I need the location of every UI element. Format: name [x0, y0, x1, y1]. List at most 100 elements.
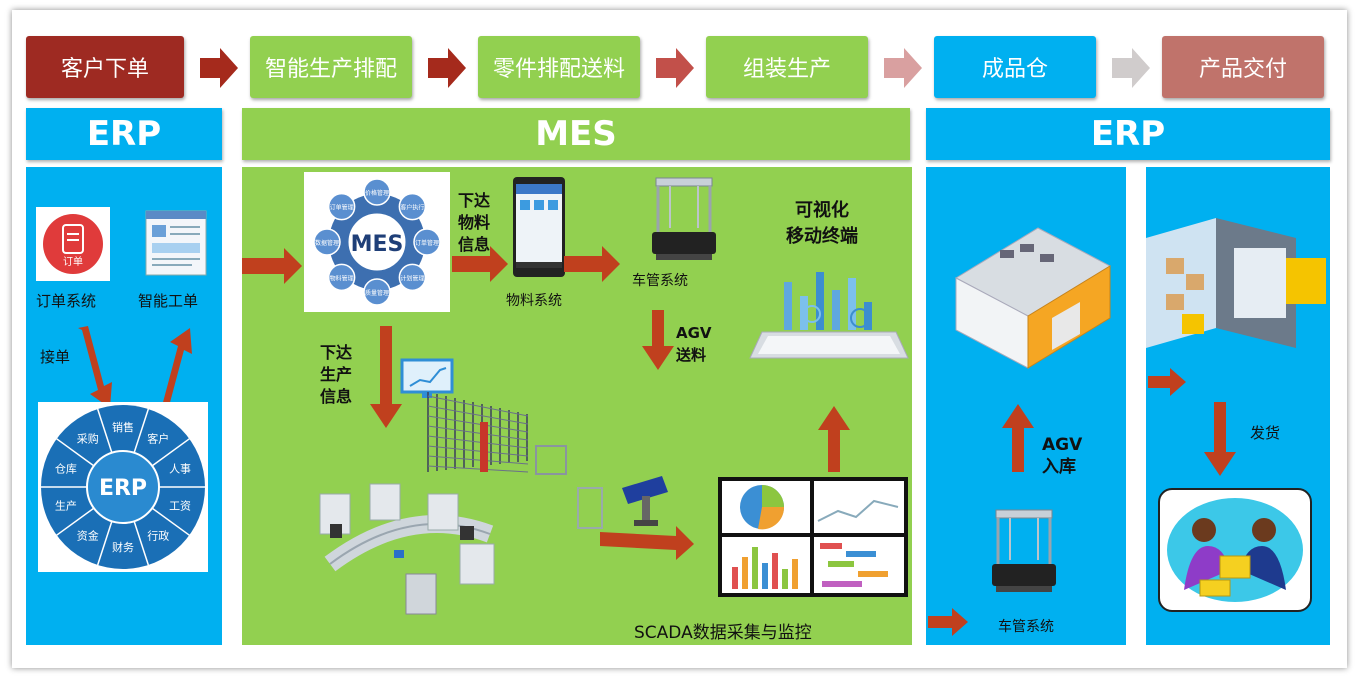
issue-material-info: 下达 物料 信息: [458, 190, 490, 256]
erp-wheel-divider: [151, 438, 190, 467]
issue-production-info-line2: 生产: [320, 365, 353, 384]
agv-delivery-label: AGV 送料: [676, 322, 712, 366]
erp-wheel-divider: [96, 408, 113, 453]
smart-work-order-card: [142, 207, 210, 279]
mes-gear-item: 订单管理: [415, 239, 439, 247]
mes-gear-node: [327, 192, 356, 221]
agv-delivery-line2: 送料: [676, 346, 707, 364]
storage-rack-icon: [427, 392, 567, 475]
rack-shelf: [427, 405, 529, 425]
production-line-icon: [319, 483, 495, 615]
mes-logo-text: MES: [351, 232, 404, 257]
step-product-delivery: 产品交付: [1162, 36, 1324, 98]
rack-stacker: [480, 422, 488, 472]
arrow-up-to-work-order: [158, 328, 192, 410]
mes-gear-item: 价格管理: [365, 189, 389, 197]
ship-label: 发货: [1250, 424, 1281, 442]
erp-wheel-center: ERP: [99, 476, 147, 501]
visual-mobile-label: 可视化 移动终端: [786, 198, 858, 250]
mes-arrows: [242, 246, 850, 560]
erp-wheel-item: 人事: [169, 462, 191, 475]
erp-wheel-divider: [133, 408, 150, 453]
mes-gear-node: [398, 192, 427, 221]
erp-wheel-item: 行政: [147, 529, 169, 543]
monitor-chart-icon: [400, 358, 454, 398]
order-icon: 订单: [43, 214, 103, 274]
erp-wheel-item: 仓库: [55, 461, 77, 475]
erp-wheel-card: ERP 销售客户人事工资行政财务资金生产仓库采购: [38, 402, 208, 572]
work-order-icon: [145, 210, 207, 276]
scada-dashboard-screens: [722, 481, 904, 593]
mes-gear-item: 计划管理: [400, 274, 424, 282]
agv-storage-line2: 入库: [1042, 457, 1076, 477]
erp-wheel-divider: [96, 521, 113, 566]
step-parts-delivery: 零件排配送料: [478, 36, 640, 98]
order-system-card: 订单: [36, 207, 110, 281]
agv-delivery-line1: AGV: [676, 324, 712, 342]
process-arrows: [200, 48, 1150, 88]
order-system-label: 订单系统: [36, 292, 97, 310]
arrow-into-delivery: [1148, 368, 1186, 396]
warehouse-building-icon: [954, 227, 1112, 369]
arrow-ship-down: [1204, 402, 1236, 476]
erp-wheel-item: 资金: [77, 529, 99, 543]
scada-label: SCADA数据采集与监控: [634, 623, 812, 643]
erp-wheel-item: 采购: [77, 431, 99, 445]
visual-mobile-line2: 移动终端: [786, 226, 858, 247]
erp-arrows: [78, 326, 192, 410]
rack-shelf: [427, 415, 529, 433]
step-customer-order: 客户下单: [26, 36, 184, 98]
mes-gear-node: [313, 228, 341, 256]
process-arrow-3: [656, 48, 694, 88]
process-arrow-1: [200, 48, 238, 88]
issue-production-info-line3: 信息: [320, 387, 353, 406]
agv-cart-icon: [652, 177, 716, 260]
band-erp-right: ERP: [926, 108, 1330, 160]
erp-wheel-divider: [56, 438, 95, 467]
process-arrow-2: [428, 48, 466, 88]
band-mes: MES: [242, 108, 910, 160]
smart-work-order-label: 智能工单: [138, 292, 199, 310]
rack-shelf: [427, 445, 529, 457]
arrow-agv-up: [1002, 404, 1034, 472]
mes-gear-item: 客户执行: [400, 204, 424, 212]
handshake-icon: [1167, 498, 1303, 602]
erp-wheel-divider: [56, 507, 95, 536]
erp-wheel-item: 工资: [169, 500, 191, 513]
rack-shelf: [427, 465, 529, 473]
tablet-icon: [749, 272, 909, 359]
order-icon-label: 订单: [63, 256, 83, 268]
rack-shelf: [427, 455, 529, 465]
process-arrow-4: [884, 48, 922, 88]
mes-gear-item: 物料管理: [330, 274, 354, 282]
issue-material-info-line1: 下达: [458, 191, 491, 210]
handshake-card: [1158, 488, 1312, 612]
arrow-mes-down: [370, 326, 402, 428]
mes-gear-node: [398, 263, 427, 292]
erp-wheel-item: 财务: [112, 540, 134, 554]
diagram-frame: 客户下单 智能生产排配 零件排配送料 组装生产 成品仓 产品交付 ERP MES…: [12, 10, 1347, 668]
rack-agv-frame: [535, 445, 567, 475]
scada-dashboard: [718, 477, 908, 597]
erp-wheel-divider: [133, 521, 150, 566]
arrow-down-to-erp: [78, 326, 112, 408]
issue-material-info-line3: 信息: [458, 235, 491, 254]
step-smart-scheduling: 智能生产排配: [250, 36, 412, 98]
arrow-phone-to-vehicle: [564, 246, 620, 282]
agv-storage-line1: AGV: [1042, 435, 1083, 455]
mes-gear-card: MES 价格管理客户执行订单管理计划管理质量管理物料管理数据管理订单管理: [304, 172, 450, 312]
arrow-to-scada: [600, 526, 694, 560]
erp-wheel-divider: [151, 507, 190, 536]
arrow-mes-to-phone: [452, 246, 508, 282]
arrow-scada-up: [818, 406, 850, 472]
rack-shelf: [427, 425, 529, 441]
band-erp-left: ERP: [26, 108, 222, 160]
arrow-into-warehouse: [928, 608, 968, 636]
agv-storage-label: AGV 入库: [1042, 434, 1082, 478]
arrow-agv-down: [642, 310, 674, 370]
visual-mobile-line1: 可视化: [795, 200, 849, 221]
mes-gear-item: 数据管理: [315, 239, 339, 247]
warehouse-arrows: [928, 368, 1236, 636]
